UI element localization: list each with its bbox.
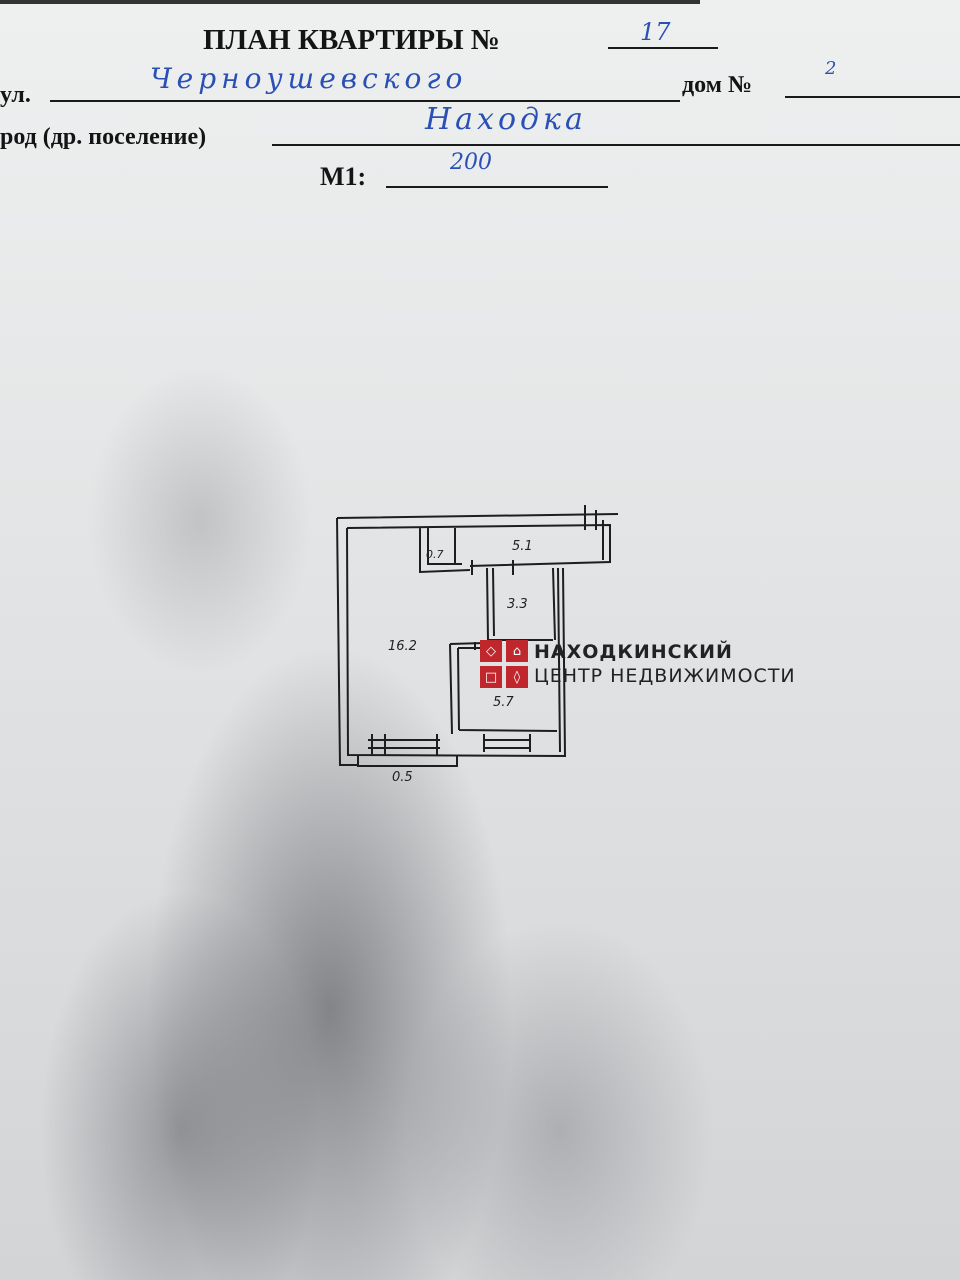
scale-value: 200 [450,150,492,175]
balcony [357,755,458,767]
street-line [50,100,680,102]
house-label: дом № [682,72,753,98]
watermark-line2: ЦЕНТР НЕДВИЖИМОСТИ [534,665,796,687]
main-room-area: 16.2 [388,639,417,654]
house-icon: ⌂ [506,640,528,662]
door-marks [471,505,597,650]
square-icon: □ [480,666,502,688]
bathroom-area: 3.3 [507,597,528,612]
apartment-no-value: 17 [640,18,671,46]
street-label: ул. [0,82,31,108]
city-value: Находка [425,102,587,137]
corridor-area: 5.1 [512,539,533,554]
kitchen-area: 5.7 [493,695,514,710]
scale-label: М1: [320,162,367,191]
street-value: Черноушевского [150,62,468,95]
watermark-logo: ◇ ⌂ □ ◊ НАХОДКИНСКИЙ ЦЕНТР НЕДВИЖИМОСТИ [480,640,796,688]
kitchen-wall [449,642,558,735]
apartment-no-line [608,47,718,49]
house-value: 2 [825,58,837,79]
plan-title: ПЛАН КВАРТИРЫ № [203,24,500,56]
city-label: род (др. поселение) [0,124,207,150]
logo-tiles: ◇ ⌂ □ ◊ [480,640,528,688]
page-edge [0,0,700,4]
balcony-area: 0.5 [392,770,413,785]
closet-area: 0.7 [426,548,444,561]
scale-line [386,186,608,188]
diamond-icon: ◇ [480,640,502,662]
drop-icon: ◊ [506,666,528,688]
city-line [272,144,960,146]
inner-wall [346,520,611,574]
house-line [785,96,960,98]
window [368,734,531,755]
watermark-line1: НАХОДКИНСКИЙ [534,641,733,663]
